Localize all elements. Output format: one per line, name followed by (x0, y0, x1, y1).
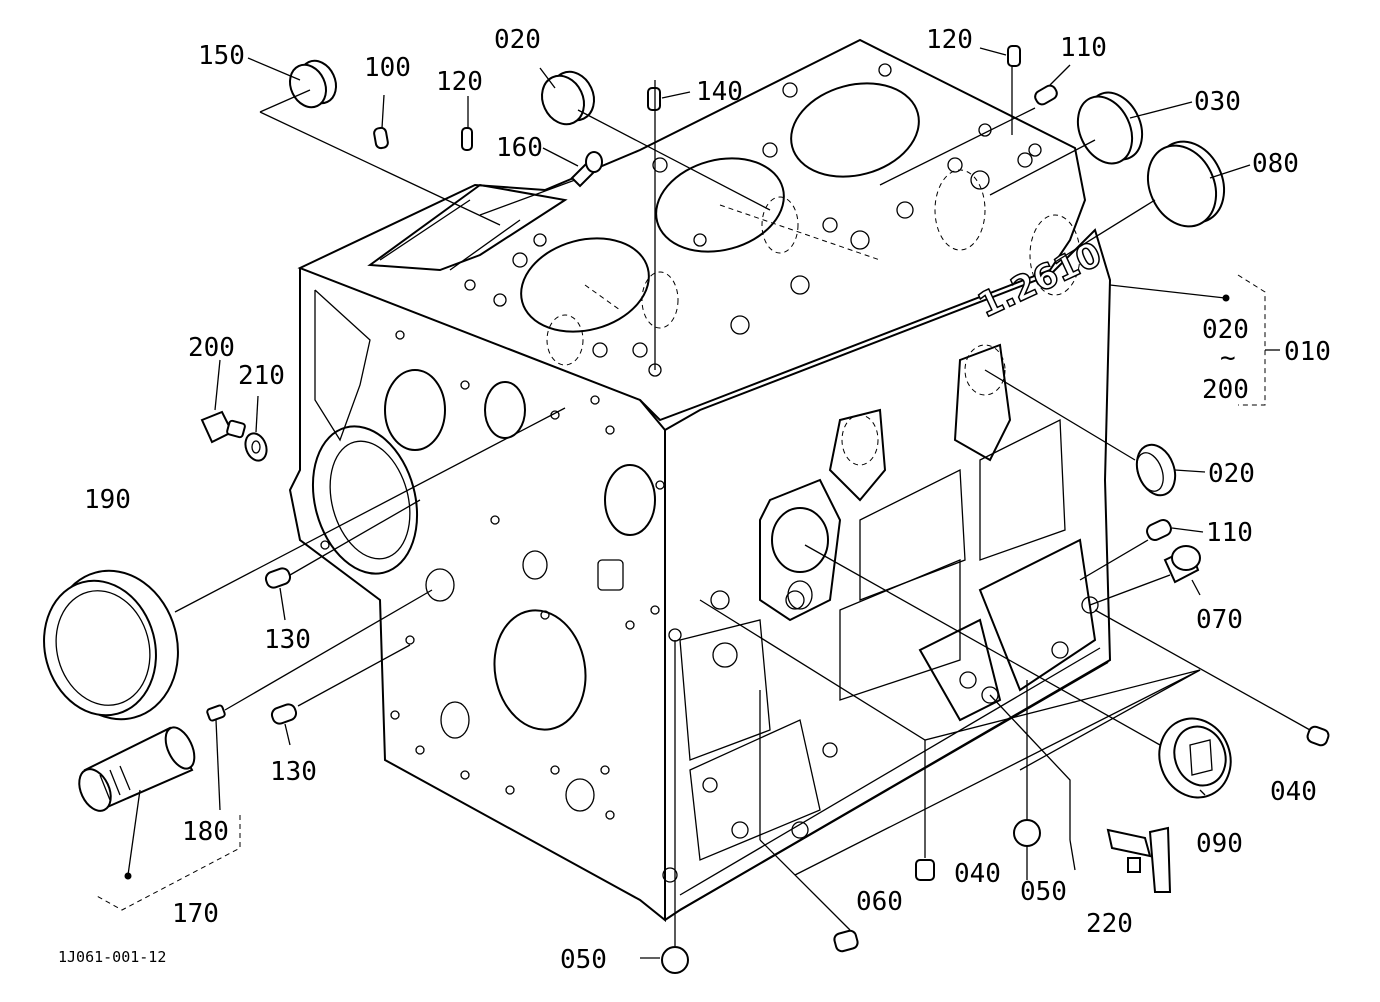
callout-060: 060 (856, 887, 903, 917)
part-090-housing[interactable] (1148, 708, 1241, 807)
callout-050-bottom: 050 (560, 945, 607, 975)
part-150-plug[interactable] (283, 55, 342, 113)
callout-120-right: 120 (926, 25, 973, 55)
part-110-pin-top[interactable] (1033, 83, 1059, 106)
part-120-pin-left[interactable] (461, 127, 473, 151)
part-190-bushing[interactable] (29, 557, 194, 734)
callout-150: 150 (198, 41, 245, 71)
callout-110-right: 110 (1206, 518, 1253, 548)
part-200-plug-bolt[interactable] (200, 410, 246, 444)
callout-190: 190 (84, 485, 131, 515)
callout-180: 180 (182, 817, 229, 847)
callout-020-right: 020 (1208, 459, 1255, 489)
part-100-pin[interactable] (373, 126, 389, 150)
part-040-plug-bottom[interactable] (915, 859, 935, 881)
part-020-plug-top[interactable] (534, 65, 601, 131)
front-face-holes (320, 330, 665, 820)
leader-lines (127, 47, 1311, 959)
callout-200: 200 (188, 333, 235, 363)
part-180-set-screw[interactable] (206, 704, 226, 722)
callout-210: 210 (238, 361, 285, 391)
callout-080: 080 (1252, 149, 1299, 179)
group-bracket-010 (1222, 274, 1280, 406)
part-020-bushing-right[interactable] (1130, 439, 1182, 500)
part-040-plug-right[interactable] (1306, 725, 1330, 747)
part-070-plug[interactable] (1163, 545, 1201, 584)
part-130-pin-upper[interactable] (264, 566, 292, 589)
cylinder-block: 1.2610 (288, 38, 1112, 923)
group-bracket-170 (94, 815, 241, 911)
callout-040-bottom: 040 (954, 859, 1001, 889)
part-110-pin-right[interactable] (1145, 518, 1174, 543)
part-050-ball-right[interactable] (1013, 819, 1041, 847)
part-130-pin-lower[interactable] (270, 702, 298, 725)
part-140-pin[interactable] (647, 87, 661, 111)
callout-130-upper: 130 (264, 625, 311, 655)
callout-100: 100 (364, 53, 411, 83)
callout-010: 010 (1284, 337, 1331, 367)
part-210-washer[interactable] (242, 430, 270, 463)
callout-090: 090 (1196, 829, 1243, 859)
part-160-fitting[interactable] (570, 151, 603, 188)
callout-020-range-start: 020 (1202, 315, 1249, 345)
parts (29, 45, 1330, 974)
part-080-plug[interactable] (1135, 130, 1237, 237)
drawing-code: 1J061-001-12 (58, 948, 166, 966)
part-050-ball-bottom[interactable] (661, 946, 689, 974)
callout-110-top: 110 (1060, 33, 1107, 63)
callout-labels: 150 100 120 020 140 160 120 110 030 080 … (58, 25, 1331, 975)
callout-220: 220 (1086, 909, 1133, 939)
part-060-plug[interactable] (833, 929, 859, 953)
callout-070: 070 (1196, 605, 1243, 635)
part-120-pin-right[interactable] (1007, 45, 1021, 67)
callout-040-right: 040 (1270, 777, 1317, 807)
callout-130-lower: 130 (270, 757, 317, 787)
block-stamp: 1.2610 (972, 234, 1108, 326)
callout-200-range-end: 200 (1202, 375, 1249, 405)
range-tilde: ~ (1220, 343, 1236, 373)
callout-030: 030 (1194, 87, 1241, 117)
part-220-drain-cock[interactable] (1106, 826, 1172, 893)
callout-160: 160 (496, 133, 543, 163)
part-030-plug[interactable] (1068, 84, 1153, 173)
part-170-shaft-assembly[interactable] (73, 723, 200, 816)
callout-170: 170 (172, 899, 219, 929)
callout-050-right: 050 (1020, 877, 1067, 907)
deck-bolt-holes (464, 63, 1042, 377)
callout-140: 140 (696, 77, 743, 107)
callout-020-top: 020 (494, 25, 541, 55)
callout-120-left: 120 (436, 67, 483, 97)
